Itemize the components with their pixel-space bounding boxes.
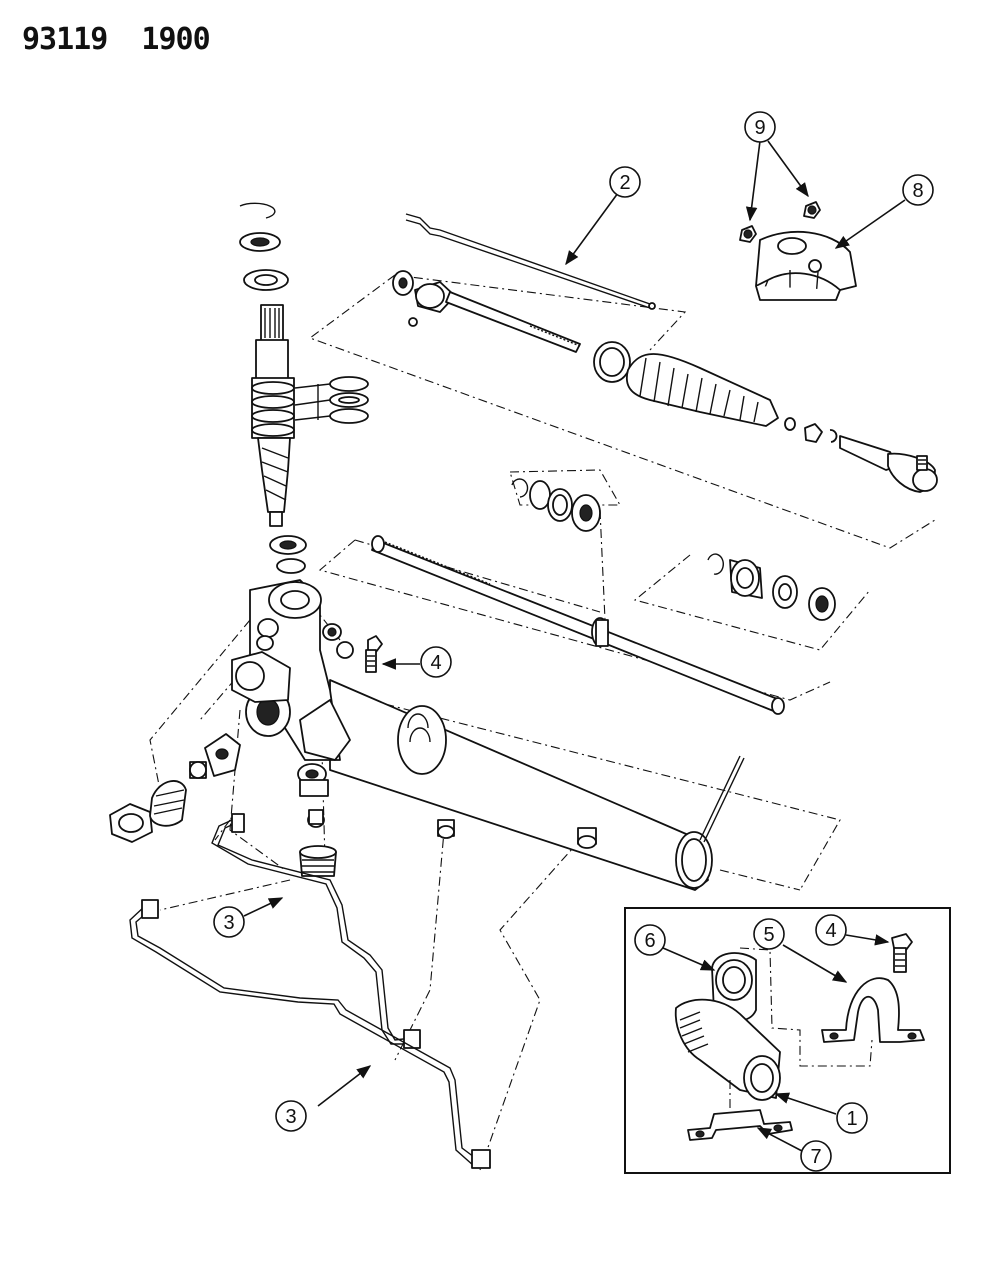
tie-rod-and-boot: [392, 270, 938, 493]
retaining-rod: [699, 755, 741, 841]
callout-2: 2: [609, 166, 641, 198]
callout-3-lower: 3: [275, 1100, 307, 1132]
callout-3-upper: 3: [213, 906, 245, 938]
part-4-bolt-inset: [891, 933, 913, 973]
callout-9: 9: [744, 111, 776, 143]
callout-9-label: 9: [754, 117, 765, 139]
part-5-clamp: [821, 977, 925, 1043]
part-6-bushing: [711, 952, 757, 1022]
callout-3-upper-label: 3: [223, 912, 234, 934]
callout-6-label: 6: [644, 930, 655, 952]
callout-8-label: 8: [912, 180, 923, 202]
callout-4-housing: 4: [420, 646, 452, 678]
part-9-bolts: [739, 201, 821, 243]
callout-5: 5: [753, 918, 785, 950]
part-2-rod: [405, 213, 656, 310]
part-7-bracket: [687, 1109, 793, 1141]
mounting-inset: [624, 907, 951, 1174]
housing-bottom-parts: [297, 763, 337, 877]
part-3-lower-line: [129, 899, 491, 1169]
diagram-code: 93119 1900: [22, 22, 211, 57]
callout-4-inset-label: 4: [825, 920, 836, 942]
rack-bushing-parts: [707, 553, 836, 621]
part-4-bolt-housing: [365, 635, 383, 673]
part-1-tube: [674, 998, 781, 1101]
callout-5-label: 5: [763, 924, 774, 946]
callout-2-label: 2: [619, 172, 630, 194]
callout-4-inset: 4: [815, 914, 847, 946]
callout-6: 6: [634, 924, 666, 956]
callout-1-label: 1: [846, 1108, 857, 1130]
callout-4-housing-label: 4: [430, 652, 441, 674]
callout-leaders: [243, 140, 906, 1152]
callout-8: 8: [902, 174, 934, 206]
callout-7-label: 7: [810, 1146, 821, 1168]
rack-adjuster-parts: [109, 733, 241, 843]
gear-housing: [231, 579, 713, 891]
callout-7: 7: [800, 1140, 832, 1172]
piston-seal-rings: [511, 478, 601, 532]
part-3-upper-line: [211, 813, 421, 1049]
pinion-shaft-assembly: [239, 202, 369, 574]
part-8-boot-cover: [755, 230, 857, 301]
callout-1: 1: [836, 1102, 868, 1134]
callout-3-lower-label: 3: [285, 1106, 296, 1128]
rack: [371, 535, 785, 715]
